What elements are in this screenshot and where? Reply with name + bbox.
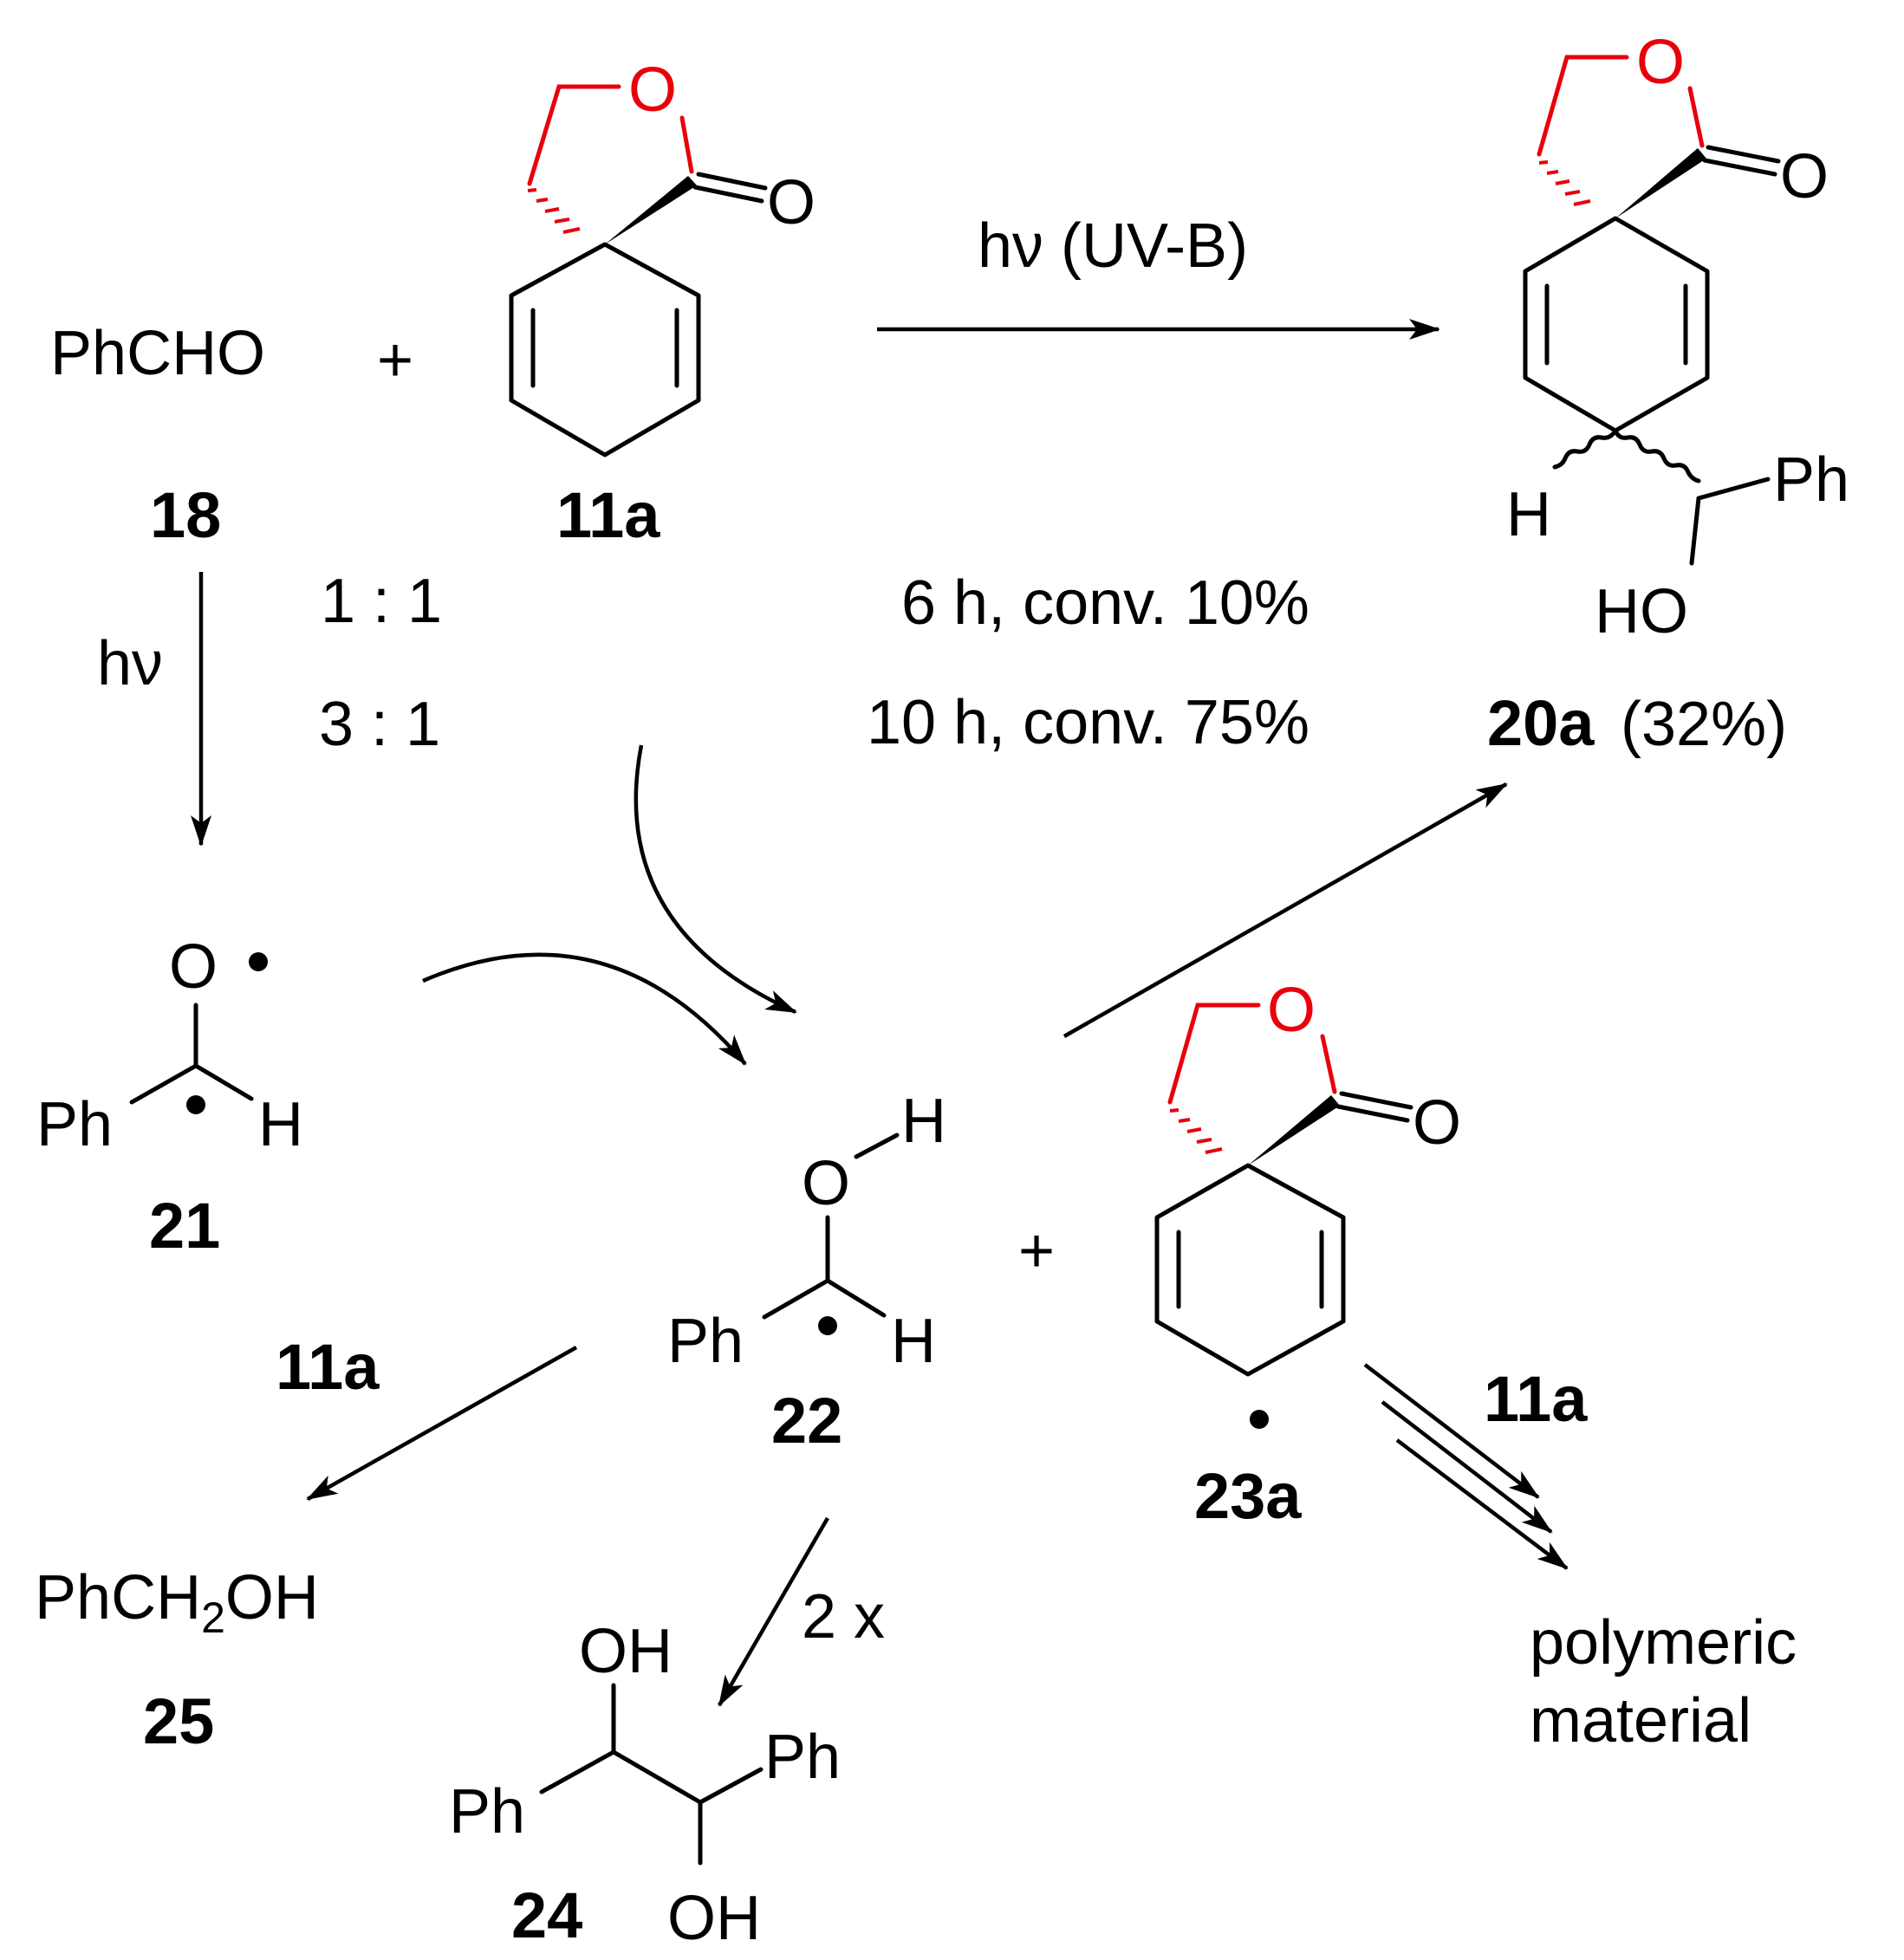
hashed-wedge-bond — [1538, 160, 1591, 206]
structure-20a: O O H Ph HO — [1506, 28, 1849, 646]
material-label: material — [1530, 1686, 1751, 1756]
lactone-ring-bond — [527, 84, 621, 186]
reagent-2x: 2 x — [802, 1582, 885, 1652]
curved-arrow-from-21 — [422, 952, 747, 1066]
c-ph-bond — [698, 1767, 764, 1805]
carbonyl-bond — [1706, 145, 1781, 164]
formula-part: PhCH — [35, 1563, 201, 1632]
oxygen-atom: O — [169, 932, 218, 1002]
polymer-arrow — [1395, 1438, 1569, 1570]
lactone-ring-bond — [1320, 1034, 1337, 1094]
compound-id-11a: 11a — [556, 479, 660, 551]
lactone-ring-bond — [1167, 1003, 1261, 1105]
solid-wedge-bond — [1615, 148, 1706, 218]
compound-id-18: 18 — [150, 479, 221, 551]
hashed-wedge-bond — [1169, 1108, 1223, 1154]
reactant-phcho: PhCHO — [50, 319, 265, 388]
hashed-wedge-bond — [527, 188, 581, 234]
structure-21: O Ph H — [36, 932, 303, 1159]
phenyl-group: Ph — [449, 1777, 525, 1846]
compound-id-20a: 20a — [1487, 687, 1595, 759]
compound-id-25: 25 — [143, 1685, 214, 1757]
phenyl-group: Ph — [36, 1090, 113, 1159]
radical-dot — [818, 1316, 837, 1335]
lactone-ring-bond — [679, 115, 694, 174]
carbinol-bond — [1689, 496, 1701, 566]
c-c-bond — [611, 1749, 703, 1805]
c-ph-bond — [129, 1063, 198, 1105]
hydrogen-atom: H — [258, 1090, 303, 1159]
carbonyl-bond — [1335, 1104, 1410, 1123]
polymer-arrow — [1363, 1363, 1540, 1499]
compound-id-22: 22 — [771, 1385, 842, 1457]
carbonyl-oxygen-atom: O — [1413, 1088, 1461, 1158]
carbinol-bond — [1696, 477, 1771, 501]
reagent-11a-left: 11a — [276, 1331, 380, 1403]
condition-time-2: 10 h, conv. 75% — [867, 688, 1309, 757]
hydrogen-atom: H — [1506, 480, 1551, 549]
carbonyl-bond — [1339, 1091, 1413, 1110]
wavy-bond — [1613, 428, 1701, 484]
c-ph-bond — [539, 1749, 616, 1795]
c-h-bond — [825, 1278, 887, 1318]
recombination-arrow — [1062, 782, 1508, 1038]
condition-uvb: hν (UV-B) — [978, 211, 1248, 281]
hydroxyl-group: HO — [1595, 577, 1688, 646]
compound-id-23a: 23a — [1194, 1460, 1302, 1532]
arrow-to-25 — [306, 1346, 578, 1501]
hydroxyl-group: OH — [667, 1884, 761, 1953]
polymer-arrow — [1381, 1400, 1553, 1534]
phenyl-group: Ph — [667, 1307, 744, 1376]
c-h-bond — [193, 1063, 254, 1101]
benzyl-alcohol-formula: PhCH2OH — [35, 1563, 319, 1642]
compound-id-21: 21 — [149, 1190, 220, 1262]
hydroxyl-group: OH — [579, 1617, 673, 1686]
curved-arrow-from-11a — [634, 744, 797, 1015]
radical-dot — [186, 1095, 205, 1114]
phenyl-group: Ph — [764, 1723, 841, 1792]
solid-wedge-bond — [1248, 1095, 1340, 1165]
structure-24: OH Ph Ph OH — [449, 1617, 841, 1953]
wavy-bond — [1552, 428, 1618, 470]
c-ph-bond — [762, 1278, 830, 1320]
formula-subscript: 2 — [201, 1593, 225, 1642]
condition-time-1: 6 h, conv. 10% — [901, 568, 1309, 638]
solid-wedge-bond — [605, 176, 697, 244]
arrow-to-24 — [718, 1516, 829, 1707]
cyclohexadiene-ring — [1154, 1163, 1346, 1377]
lactone-ring-bond — [1687, 86, 1705, 148]
o-h-bond — [854, 1133, 900, 1159]
ring-oxygen-atom: O — [1267, 976, 1316, 1045]
structure-22: O H Ph H — [667, 1087, 946, 1376]
lactone-ring-bond — [1537, 55, 1629, 157]
carbonyl-bond — [696, 172, 768, 191]
plus-sign-top: + — [377, 326, 413, 395]
photolysis-label: hν — [97, 629, 163, 698]
ratio-1-1: 1 : 1 — [321, 567, 442, 636]
ring-oxygen-atom: O — [628, 55, 677, 125]
oxygen-atom: O — [802, 1149, 850, 1218]
carbonyl-oxygen-atom: O — [767, 168, 816, 237]
structure-23a: O O — [1154, 976, 1461, 1429]
cyclohexadiene-ring — [1523, 216, 1710, 433]
product-yield: (32%) — [1621, 690, 1787, 759]
reagent-11a-right: 11a — [1484, 1363, 1588, 1435]
formula-part: OH — [225, 1563, 319, 1632]
phenyl-group: Ph — [1773, 445, 1849, 515]
carbonyl-bond — [1702, 158, 1777, 177]
plus-sign-middle: + — [1018, 1217, 1055, 1286]
compound-id-24: 24 — [511, 1879, 582, 1951]
radical-dot — [1250, 1410, 1269, 1429]
carbonyl-oxygen-atom: O — [1780, 142, 1829, 211]
polymeric-label: polymeric — [1530, 1608, 1797, 1678]
ratio-3-1: 3 : 1 — [319, 690, 440, 759]
ring-oxygen-atom: O — [1636, 28, 1685, 97]
structure-11a: O O — [509, 55, 816, 458]
radical-dot — [249, 952, 268, 971]
carbonyl-bond — [692, 185, 764, 204]
hydrogen-atom: H — [901, 1087, 946, 1156]
cyclohexadiene-ring — [509, 242, 701, 458]
hydrogen-atom: H — [891, 1307, 936, 1376]
